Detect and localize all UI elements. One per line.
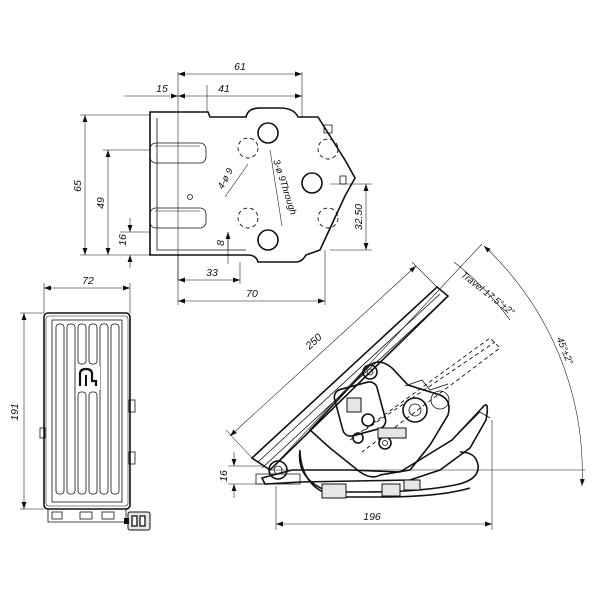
hole-bottom xyxy=(257,229,279,251)
hole-lower-left xyxy=(237,207,259,229)
dim-72: 72 xyxy=(82,275,94,287)
dim-65: 65 xyxy=(72,180,84,192)
hole-right-top xyxy=(317,138,339,160)
top-view-mounting-plate: 61 15 41 65 49 16 8 33 70 32.50 4-ø 9 3-… xyxy=(72,61,372,305)
small-hole xyxy=(187,194,193,200)
dim-8: 8 xyxy=(215,240,227,246)
dim-250: 250 xyxy=(303,331,325,352)
connector-plug xyxy=(124,511,151,531)
pedal-base xyxy=(47,509,127,523)
dim-33: 33 xyxy=(206,267,218,279)
pedal-body-outer xyxy=(43,312,131,510)
dim-16-top: 16 xyxy=(117,234,129,246)
pedal-arm xyxy=(250,285,450,472)
dim-41: 41 xyxy=(218,83,230,95)
dim-70: 70 xyxy=(246,288,258,300)
hole-top xyxy=(257,122,279,144)
pedal-body-inner xyxy=(51,319,123,503)
angle-arc-45 xyxy=(483,245,585,487)
brand-logo xyxy=(76,366,100,390)
pedal-ribs xyxy=(55,323,120,495)
dim-196: 196 xyxy=(363,511,381,523)
note-travel: Travel 17.5°±2° xyxy=(459,270,517,319)
side-view-pedal: 72 191 xyxy=(9,275,151,531)
note-3-holes: 3-ø 9Through xyxy=(270,158,298,216)
dim-32-50: 32.50 xyxy=(353,204,365,230)
travel-arc xyxy=(453,261,511,321)
hole-middle xyxy=(301,172,323,194)
dim-15: 15 xyxy=(156,83,168,95)
hole-upper-left xyxy=(237,137,259,159)
cable-harness xyxy=(298,449,479,493)
mechanism-housing xyxy=(308,361,450,478)
dim-49: 49 xyxy=(95,197,107,209)
dim-16-pedal: 16 xyxy=(218,470,230,482)
pedal-profile-view: 250 16 196 45°±2° Travel 17.5°±2° xyxy=(218,243,585,530)
plate-inner-edge xyxy=(156,118,246,251)
note-angle-45: 45°±2° xyxy=(554,336,575,367)
dim-191: 191 xyxy=(9,403,21,421)
plate-outline xyxy=(149,107,356,263)
note-4-holes: 4-ø 9 xyxy=(216,166,236,191)
hole-right-bottom xyxy=(317,207,339,229)
dim-61: 61 xyxy=(234,61,246,73)
